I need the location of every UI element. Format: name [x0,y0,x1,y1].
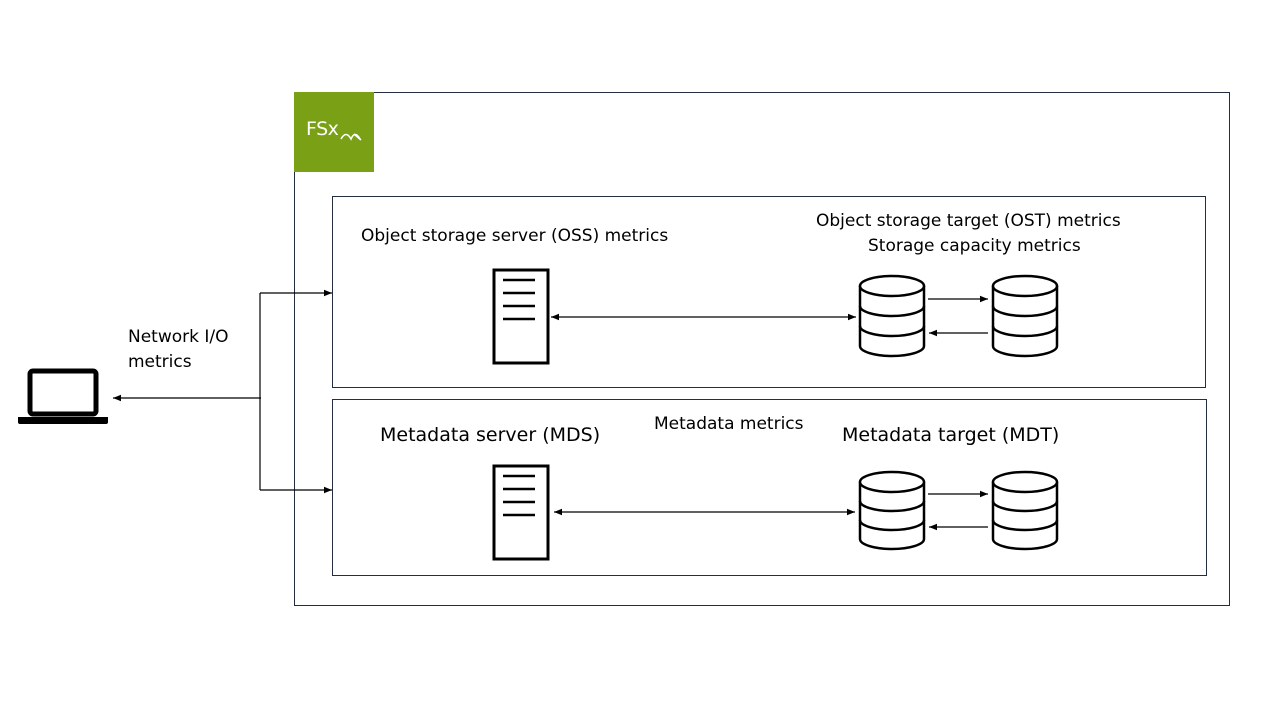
ost-metrics-label: Object storage target (OST) metrics [816,211,1121,231]
fsx-badge [294,92,374,172]
fsx-logo-text: FSx [306,118,339,140]
oss-panel [332,196,1206,388]
metadata-metrics-label: Metadata metrics [654,414,804,434]
laptop-icon [18,368,108,424]
mdt-label: Metadata target (MDT) [842,424,1060,446]
oss-server-icon [492,268,550,365]
mdt-database-icon [858,470,926,551]
fsx-wave-icon [340,133,362,141]
mds-server-icon [492,464,550,561]
mdt-replica-database-icon [991,470,1059,551]
ost-database-icon [858,274,926,358]
fsx-container [294,92,1230,606]
network-connector [113,289,332,494]
oss-metrics-label: Object storage server (OSS) metrics [361,226,669,246]
mds-panel [332,399,1207,576]
mds-label: Metadata server (MDS) [380,424,601,446]
ost-replica-database-icon [991,274,1059,358]
storage-capacity-metrics-label: Storage capacity metrics [868,236,1081,256]
network-io-metrics-label: Network I/O metrics [128,327,229,372]
